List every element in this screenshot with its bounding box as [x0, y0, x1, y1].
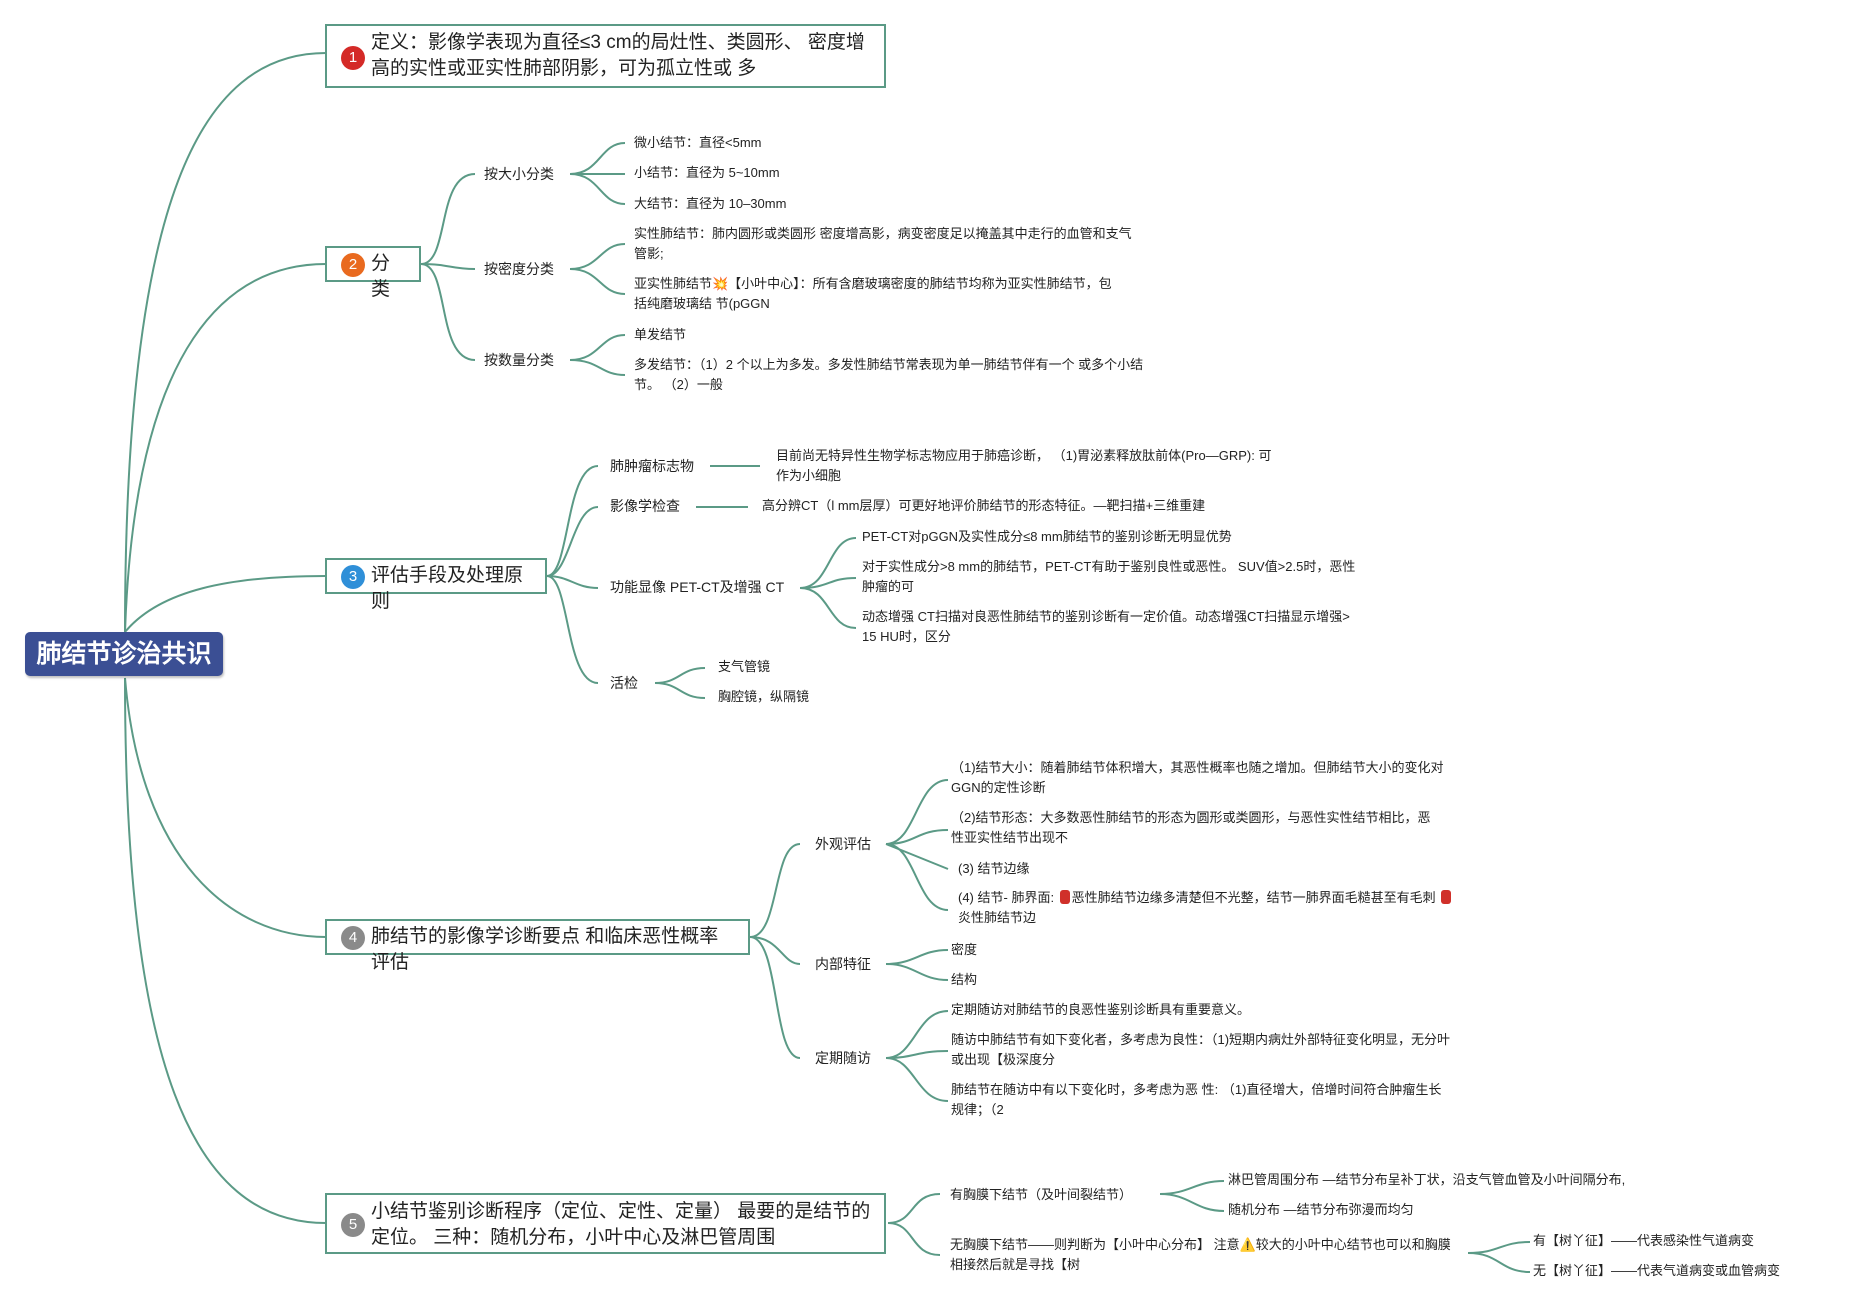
leaf-subsolid-nodule[interactable]: 亚实性肺结节💥【小叶中心】：所有含磨玻璃密度的肺结节均称为亚实性肺结节，包括纯磨… [634, 276, 1112, 311]
branch-no-subpleural[interactable]: 无胸膜下结节——则判断为【小叶中心分布】 注意⚠️较大的小叶中心结节也可以和胸膜… [950, 1237, 1451, 1272]
leaf-tree-in-bud-no[interactable]: 无【树丫征】——代表气道病变或血管病变 [1533, 1263, 1781, 1278]
leaf-nodule-size[interactable]: （1)结节大小：随着肺结节体积增大，其恶性概率也随之增加。但肺结节大小的变化对G… [951, 760, 1444, 795]
topic-label: 肺结节的影像学诊断要点 和临床恶性概率评估 [371, 926, 719, 973]
leaf-pet-3[interactable]: 动态增强 CT扫描对良恶性肺结节的鉴别诊断有一定价值。动态增强CT扫描显示增强>… [862, 609, 1350, 644]
leaf-single-nodule[interactable]: 单发结节 [634, 327, 687, 342]
red-marker-icon [1441, 890, 1452, 904]
number-badge-5: 5 [341, 1213, 365, 1237]
topic-evaluation[interactable]: 3 评估手段及处理原则 [325, 558, 547, 612]
branch-count[interactable]: 按数量分类 [484, 352, 554, 368]
leaf-tree-in-bud-yes[interactable]: 有【树丫征】——代表感染性气道病变 [1533, 1233, 1755, 1248]
topic-imaging-diagnosis[interactable]: 4 肺结节的影像学诊断要点 和临床恶性概率评估 [325, 919, 750, 973]
root-topic[interactable]: 肺结节诊治共识 [25, 632, 223, 676]
leaf-large-nodule[interactable]: 大结节：直径为 10–30mm [634, 196, 787, 211]
leaf-followup-benign[interactable]: 随访中肺结节有如下变化者，多考虑为良性：（1)短期内病灶外部特征变化明显，无分叶… [951, 1032, 1451, 1067]
branch-followup[interactable]: 定期随访 [815, 1050, 871, 1066]
branch-size[interactable]: 按大小分类 [484, 166, 554, 182]
branch-imaging[interactable]: 影像学检查 [610, 498, 680, 514]
leaf-small-nodule[interactable]: 小结节：直径为 5~10mm [634, 165, 780, 180]
leaf-structure[interactable]: 结构 [951, 972, 978, 987]
topic-definition[interactable]: 1 定义：影像学表现为直径≤3 cm的局灶性、类圆形、 密度增高的实性或亚实性肺… [325, 24, 886, 88]
number-badge-1: 1 [341, 46, 365, 70]
branch-appearance[interactable]: 外观评估 [815, 836, 871, 852]
leaf-nodule-shape[interactable]: （2)结节形态：大多数恶性肺结节的形态为圆形或类圆形，与恶性实性结节相比，恶性亚… [951, 810, 1431, 845]
leaf-random[interactable]: 随机分布 —结节分布弥漫而均匀 [1228, 1202, 1414, 1217]
red-marker-icon [1059, 890, 1070, 904]
leaf-perilymphatic[interactable]: 淋巴管周围分布 —结节分布呈补丁状，沿支气管血管及小叶间隔分布, [1228, 1172, 1626, 1187]
leaf-solid-nodule[interactable]: 实性肺结节：肺内圆形或类圆形 密度增高影，病变密度足以掩盖其中走行的血管和支气管… [634, 226, 1132, 261]
number-badge-3: 3 [341, 565, 365, 589]
leaf-hrct[interactable]: 高分辨CT（l mm层厚）可更好地评价肺结节的形态特征。—靶扫描+三维重建 [762, 498, 1206, 513]
leaf-pet-2[interactable]: 对于实性成分>8 mm的肺结节，PET-CT有助于鉴别良性或恶性。 SUV值>2… [862, 559, 1356, 594]
leaf-tumor-marker[interactable]: 目前尚无特异性生物学标志物应用于肺癌诊断， （1)胃泌素释放肽前体(Pro—GR… [776, 448, 1272, 483]
branch-internal[interactable]: 内部特征 [815, 956, 871, 972]
branch-density[interactable]: 按密度分类 [484, 261, 554, 277]
leaf-nodule-margin[interactable]: (3) 结节边缘 [958, 861, 1030, 876]
leaf-nodule-interface[interactable]: (4) 结节- 肺界面: 恶性肺结节边缘多清楚但不光整，结节一肺界面毛糙甚至有毛… [958, 888, 1458, 928]
number-badge-4: 4 [341, 926, 365, 950]
leaf-followup-importance[interactable]: 定期随访对肺结节的良恶性鉴别诊断具有重要意义。 [951, 1002, 1251, 1017]
leaf-density[interactable]: 密度 [951, 942, 978, 957]
topic-differential-diagnosis[interactable]: 5 小结节鉴别诊断程序（定位、定性、定量） 最要的是结节的定位。 三种：随机分布… [325, 1193, 886, 1254]
leaf-thoracoscope[interactable]: 胸腔镜，纵隔镜 [718, 689, 810, 704]
topic-label: 分类 [371, 253, 391, 300]
branch-subpleural[interactable]: 有胸膜下结节（及叶间裂结节） [950, 1187, 1133, 1202]
branch-tumor-marker[interactable]: 肺肿瘤标志物 [610, 458, 694, 474]
topic-label: 小结节鉴别诊断程序（定位、定性、定量） 最要的是结节的定位。 三种：随机分布，小… [371, 1201, 871, 1248]
leaf-followup-malignant[interactable]: 肺结节在随访中有以下变化时，多考虑为恶 性: （1)直径增大，倍增时间符合肿瘤生… [951, 1082, 1442, 1117]
leaf-multiple-nodules[interactable]: 多发结节：（1）2 个以上为多发。多发性肺结节常表现为单一肺结节伴有一个 或多个… [634, 357, 1144, 392]
leaf-bronchoscope[interactable]: 支气管镜 [718, 659, 771, 674]
leaf-pet-1[interactable]: PET-CT对pGGN及实性成分≤8 mm肺结节的鉴别诊断无明显优势 [862, 529, 1232, 544]
number-badge-2: 2 [341, 253, 365, 277]
topic-classification[interactable]: 2 分类 [325, 246, 421, 300]
topic-label: 评估手段及处理原则 [371, 565, 524, 612]
branch-biopsy[interactable]: 活检 [610, 675, 638, 691]
topic-label: 定义：影像学表现为直径≤3 cm的局灶性、类圆形、 密度增高的实性或亚实性肺部阴… [371, 32, 865, 79]
leaf-micro-nodule[interactable]: 微小结节：直径<5mm [634, 135, 762, 150]
branch-pet-ct[interactable]: 功能显像 PET-CT及增强 CT [610, 579, 785, 595]
